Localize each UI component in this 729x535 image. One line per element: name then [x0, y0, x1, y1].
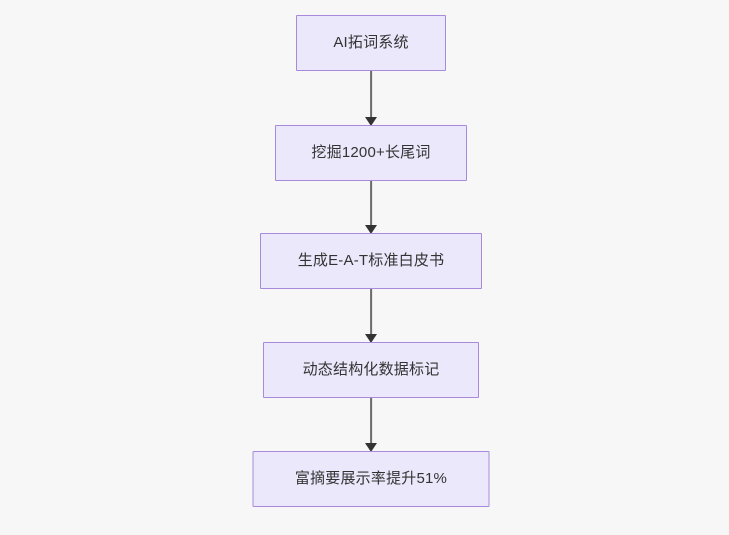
flow-edge-line: [370, 181, 372, 227]
flow-node-rich-snippet-result[interactable]: 富摘要展示率提升51%: [252, 451, 490, 507]
flow-edge-2: [364, 181, 378, 234]
flow-node-label: AI拓词系统: [333, 34, 409, 51]
flow-node-dynamic-structured-data[interactable]: 动态结构化数据标记: [263, 342, 479, 398]
flow-edge-line: [370, 398, 372, 445]
flow-node-ai-keyword-system[interactable]: AI拓词系统: [296, 15, 446, 71]
flow-edge-line: [370, 289, 372, 336]
flow-node-label: 富摘要展示率提升51%: [294, 470, 448, 487]
flow-node-mine-longtail-keywords[interactable]: 挖掘1200+长尾词: [275, 125, 467, 181]
flow-edge-3: [364, 289, 378, 343]
flow-node-label: 生成E-A-T标准白皮书: [297, 252, 445, 269]
flow-edge-line: [370, 71, 372, 119]
flow-edge-4: [364, 398, 378, 452]
flow-edge-1: [364, 71, 378, 126]
flow-node-label: 挖掘1200+长尾词: [311, 144, 431, 161]
flow-node-generate-eat-whitepaper[interactable]: 生成E-A-T标准白皮书: [260, 233, 482, 289]
flow-node-label: 动态结构化数据标记: [302, 361, 440, 378]
